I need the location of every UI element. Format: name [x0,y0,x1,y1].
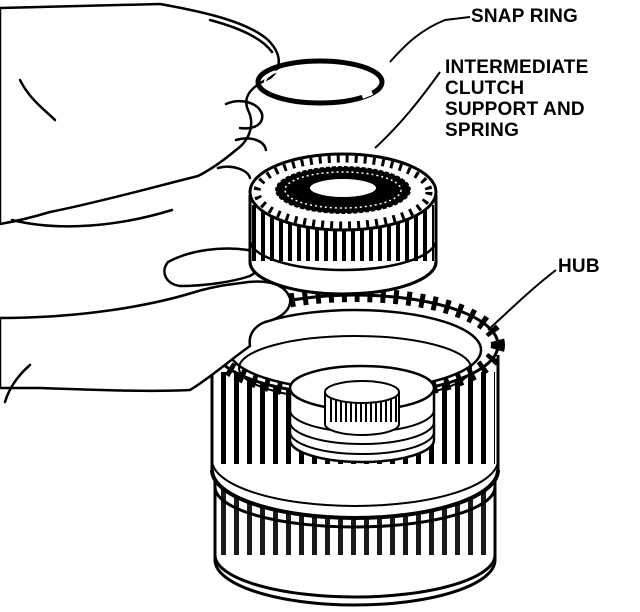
support-label-line2: CLUTCH [445,78,525,99]
intermediate-clutch-support-label: INTERMEDIATE CLUTCH SUPPORT AND SPRING [445,57,589,141]
leader-lines [374,16,557,331]
upper-hand [0,2,280,228]
intermediate-clutch-support [248,152,438,296]
hub [205,288,505,607]
hub-label: HUB [558,256,600,277]
lower-hand [0,247,292,404]
leader-snap-ring [389,16,471,63]
snap-ring-label: SNAP RING [471,6,579,27]
support-label-line4: SPRING [445,120,520,141]
leader-support [374,71,441,149]
support-label-line3: SUPPORT AND [445,99,585,120]
leader-hub [487,269,557,331]
support-label-line1: INTERMEDIATE [445,57,589,78]
snap-ring [255,58,385,106]
